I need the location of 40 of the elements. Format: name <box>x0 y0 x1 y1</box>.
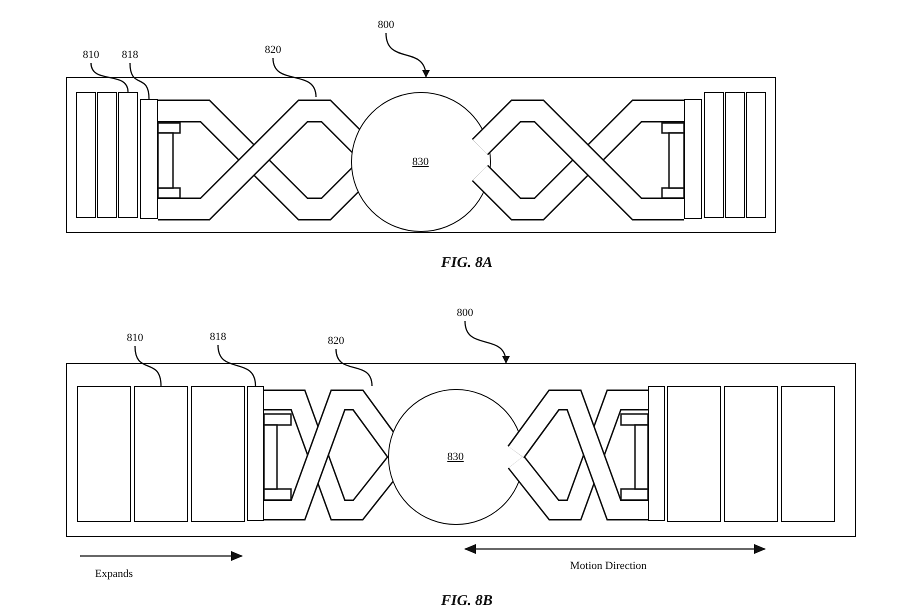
reference-numeral: 810 <box>123 331 147 345</box>
block <box>746 92 766 218</box>
reference-numeral: 800 <box>453 306 477 320</box>
housing-frame <box>66 77 776 233</box>
block <box>724 92 744 218</box>
reference-numeral: 820 <box>261 43 285 57</box>
reference-numeral: 818 <box>118 48 142 62</box>
block <box>704 92 724 218</box>
housing-frame <box>66 363 856 537</box>
figure-caption: FIG. 8B <box>441 593 493 610</box>
figure-caption: FIG. 8A <box>441 255 493 272</box>
arrow <box>385 32 430 78</box>
part-number: 830 <box>412 156 429 168</box>
reference-numeral: 818 <box>206 330 230 344</box>
plate <box>140 98 158 218</box>
block <box>96 92 116 218</box>
block <box>76 386 130 522</box>
direction-label: Expands <box>95 568 133 580</box>
block <box>780 386 834 522</box>
part-number: 830 <box>447 450 464 462</box>
block <box>118 92 138 218</box>
leader-line <box>134 346 162 386</box>
block <box>724 386 778 522</box>
block <box>76 92 96 218</box>
reference-numeral: 810 <box>79 48 103 62</box>
reference-numeral: 820 <box>324 334 348 348</box>
leader-line <box>217 344 256 386</box>
plate <box>246 386 264 520</box>
block <box>134 386 188 522</box>
leader-line <box>129 62 150 100</box>
arrow <box>464 320 510 364</box>
block <box>190 386 244 522</box>
leader-line <box>335 348 373 386</box>
leader-line <box>90 62 129 92</box>
plate <box>648 386 664 520</box>
reference-numeral: 800 <box>374 18 398 32</box>
plate <box>684 98 702 218</box>
block <box>666 386 720 522</box>
leader-line <box>272 58 317 98</box>
direction-label: Motion Direction <box>570 560 647 572</box>
